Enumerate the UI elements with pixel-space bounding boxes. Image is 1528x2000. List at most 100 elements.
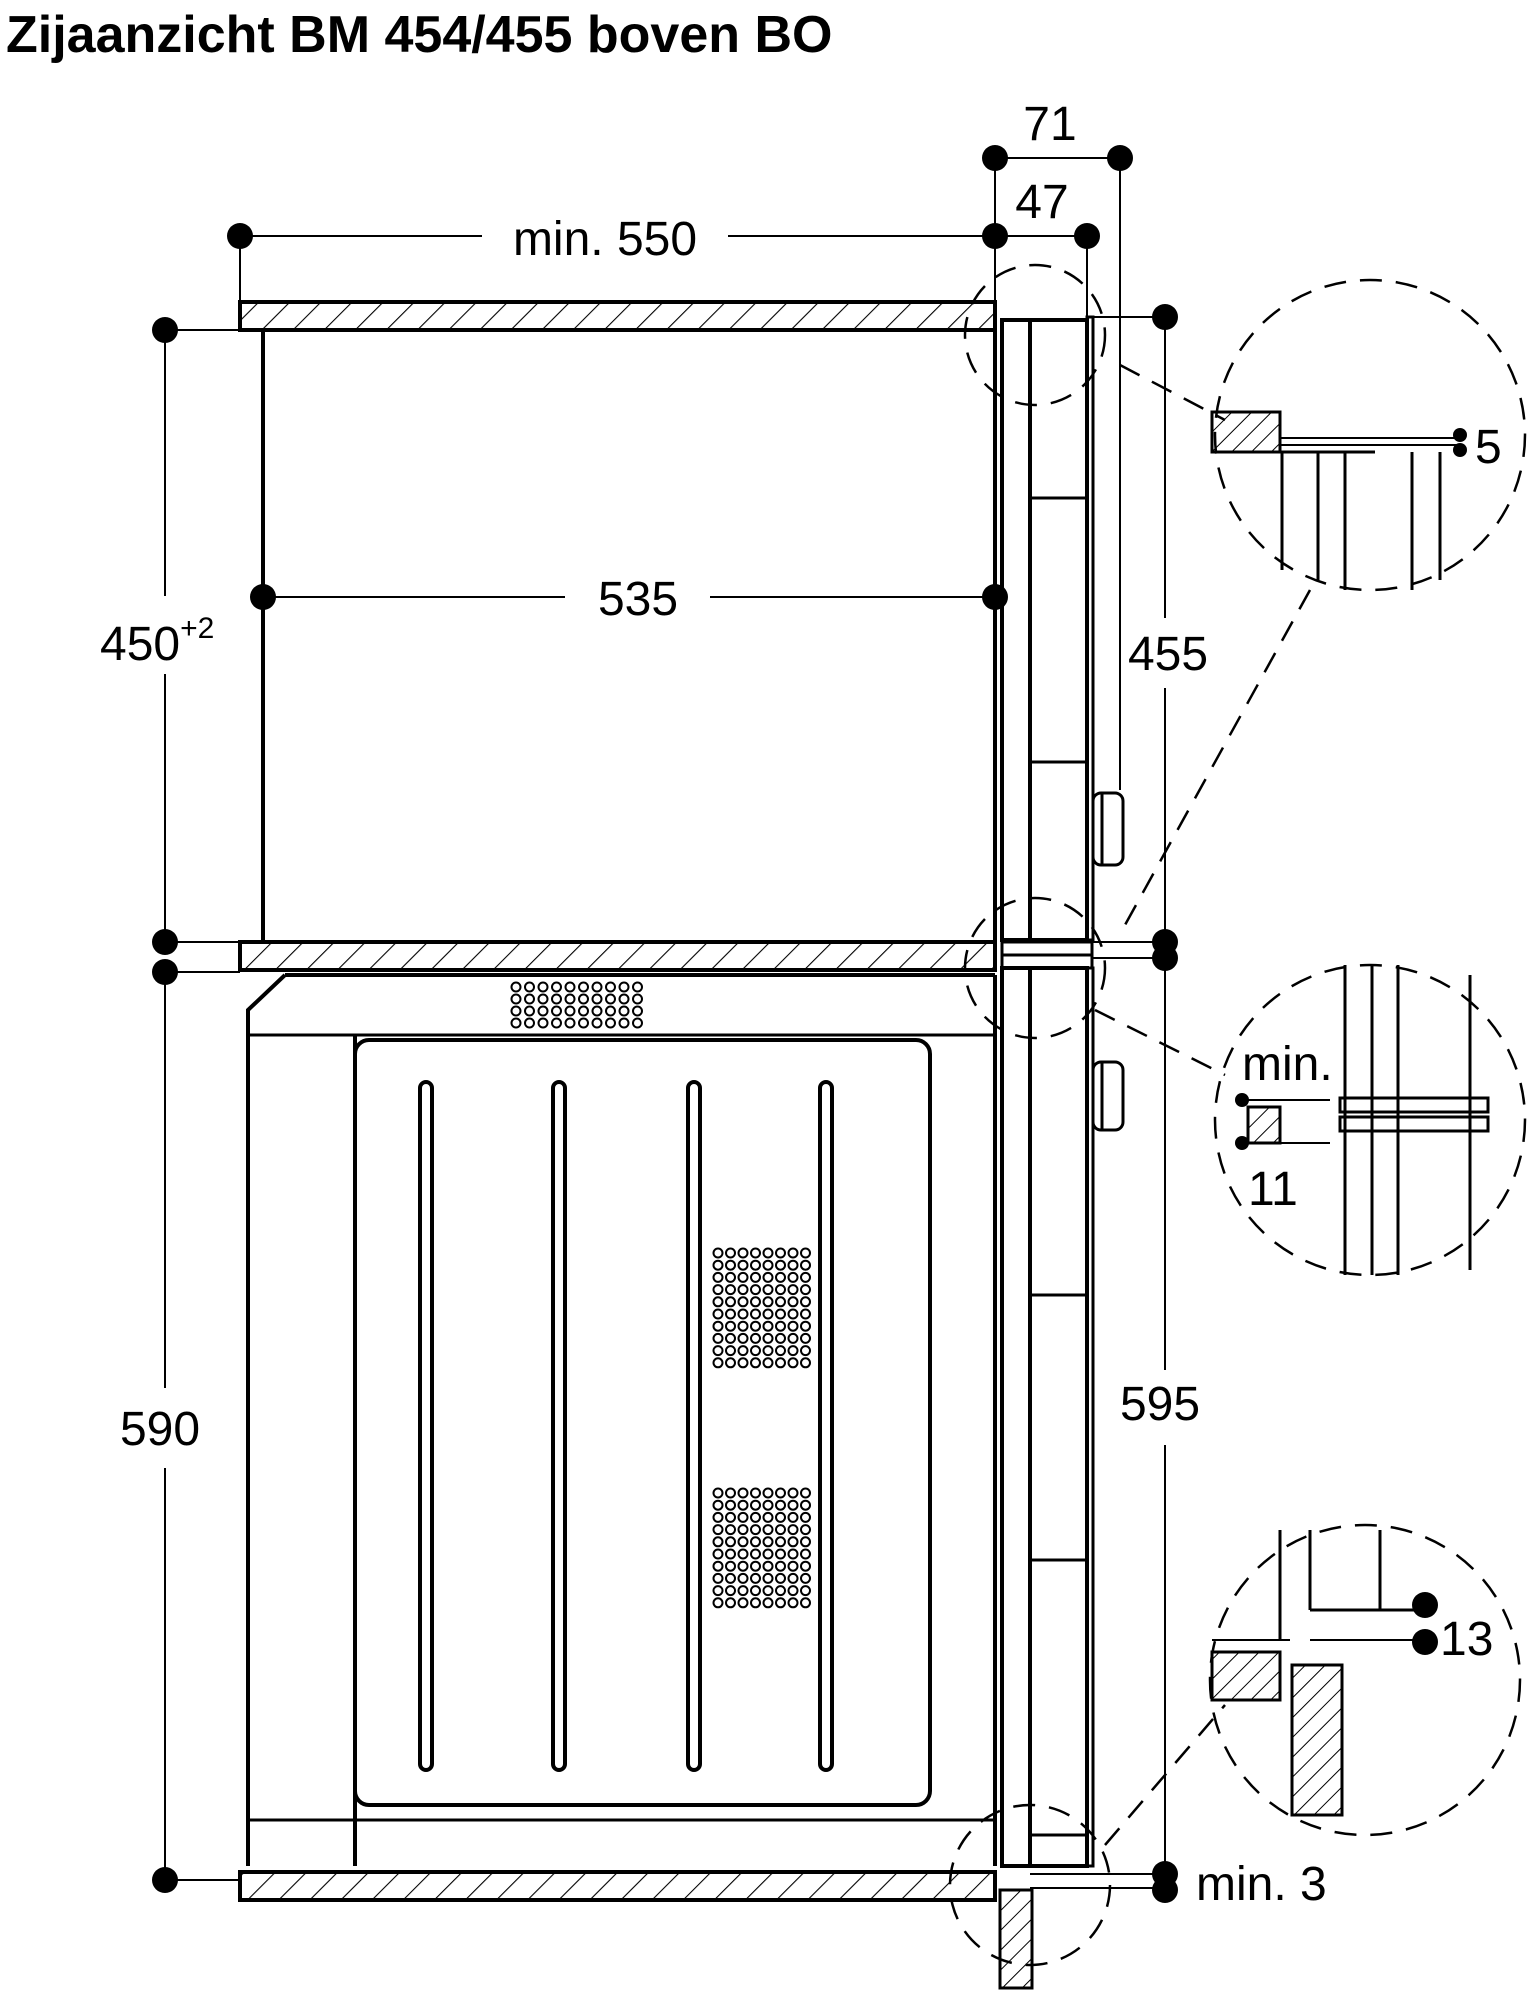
top-shelf bbox=[238, 300, 997, 332]
dimension-595 bbox=[1093, 945, 1178, 1888]
vent-hole bbox=[787, 1597, 799, 1609]
lower-appliance-door bbox=[1000, 966, 1125, 1868]
vent-hole bbox=[775, 1511, 786, 1523]
appliance-joint bbox=[1000, 940, 1094, 970]
vent-hole bbox=[737, 1259, 749, 1271]
vent-hole bbox=[800, 1524, 811, 1536]
vent-hole bbox=[787, 1271, 799, 1283]
vent-hole bbox=[775, 1345, 786, 1357]
vent-hole bbox=[737, 1345, 749, 1357]
vent-hole bbox=[737, 1320, 749, 1332]
vent-hole bbox=[762, 1357, 774, 1369]
vent-hole bbox=[725, 1511, 736, 1523]
vent-hole bbox=[775, 1271, 786, 1283]
vent-hole bbox=[750, 1357, 761, 1369]
vent-hole bbox=[725, 1548, 736, 1560]
label-detail-11: 11 bbox=[1248, 1163, 1298, 1216]
vent-hole bbox=[800, 1332, 811, 1344]
dimension-47 bbox=[995, 223, 1100, 320]
vent-holes-top bbox=[510, 981, 643, 1029]
vent-hole bbox=[775, 1487, 786, 1499]
vent-hole bbox=[737, 1548, 749, 1560]
vent-hole bbox=[564, 1017, 576, 1029]
vent-hole bbox=[762, 1320, 774, 1332]
vent-hole bbox=[537, 981, 549, 993]
vent-hole bbox=[762, 1345, 774, 1357]
vent-hole bbox=[712, 1524, 724, 1536]
vent-hole bbox=[551, 981, 562, 993]
vent-hole bbox=[725, 1320, 736, 1332]
vent-hole bbox=[800, 1548, 811, 1560]
vent-hole bbox=[800, 1320, 811, 1332]
vent-hole bbox=[762, 1585, 774, 1597]
vent-hole bbox=[712, 1259, 724, 1271]
vent-hole bbox=[762, 1271, 774, 1283]
vent-hole bbox=[591, 1005, 603, 1017]
vent-hole bbox=[737, 1247, 749, 1259]
vent-hole bbox=[605, 1005, 616, 1017]
vent-hole bbox=[712, 1487, 724, 1499]
vent-hole bbox=[712, 1499, 724, 1511]
vent-hole bbox=[775, 1536, 786, 1548]
label-detail-5: 5 bbox=[1475, 421, 1502, 474]
vent-hole bbox=[712, 1511, 724, 1523]
vent-hole bbox=[737, 1271, 749, 1283]
vent-hole bbox=[578, 1005, 589, 1017]
vent-hole bbox=[775, 1560, 786, 1572]
vent-hole bbox=[750, 1597, 761, 1609]
vent-hole bbox=[787, 1560, 799, 1572]
vent-hole bbox=[725, 1284, 736, 1296]
vent-hole bbox=[750, 1524, 761, 1536]
vent-hole bbox=[737, 1597, 749, 1609]
vent-hole bbox=[775, 1284, 786, 1296]
vent-hole bbox=[737, 1536, 749, 1548]
vent-hole bbox=[737, 1284, 749, 1296]
vent-hole bbox=[800, 1247, 811, 1259]
plinth-block bbox=[998, 1888, 1034, 1990]
vent-hole bbox=[578, 993, 589, 1005]
vent-hole bbox=[787, 1296, 799, 1308]
vent-hole bbox=[750, 1548, 761, 1560]
label-71: 71 bbox=[1023, 98, 1076, 151]
vent-hole bbox=[737, 1511, 749, 1523]
middle-shelf bbox=[238, 940, 997, 972]
vent-hole bbox=[524, 981, 535, 993]
label-595: 595 bbox=[1120, 1378, 1200, 1431]
vent-hole bbox=[725, 1487, 736, 1499]
vent-hole bbox=[578, 1017, 589, 1029]
vent-hole bbox=[737, 1487, 749, 1499]
label-450: 450+2 bbox=[100, 612, 214, 671]
label-min-550: min. 550 bbox=[513, 213, 697, 266]
vent-hole bbox=[750, 1499, 761, 1511]
dimension-450 bbox=[152, 317, 240, 955]
vent-hole bbox=[750, 1259, 761, 1271]
vent-hole bbox=[712, 1320, 724, 1332]
vent-hole bbox=[725, 1499, 736, 1511]
label-47: 47 bbox=[1015, 176, 1068, 229]
vent-hole bbox=[800, 1585, 811, 1597]
label-450-value: 450 bbox=[100, 618, 180, 671]
vent-hole bbox=[775, 1247, 786, 1259]
vent-hole bbox=[712, 1308, 724, 1320]
vent-hole bbox=[632, 1017, 643, 1029]
vent-hole bbox=[762, 1308, 774, 1320]
detail-bottom bbox=[1208, 1523, 1522, 1837]
vent-hole bbox=[787, 1320, 799, 1332]
vent-hole bbox=[510, 981, 522, 993]
vent-hole bbox=[737, 1572, 749, 1584]
vent-hole bbox=[750, 1511, 761, 1523]
vent-hole bbox=[775, 1357, 786, 1369]
vent-hole bbox=[632, 993, 643, 1005]
detail-marker-top bbox=[963, 263, 1312, 926]
vent-hole bbox=[775, 1524, 786, 1536]
detail-marker-middle bbox=[963, 896, 1226, 1077]
vent-hole bbox=[737, 1560, 749, 1572]
vent-hole bbox=[800, 1296, 811, 1308]
vent-hole bbox=[551, 993, 562, 1005]
vent-hole bbox=[787, 1284, 799, 1296]
vent-hole bbox=[775, 1320, 786, 1332]
vent-hole bbox=[787, 1259, 799, 1271]
vent-hole bbox=[725, 1357, 736, 1369]
vent-hole bbox=[750, 1487, 761, 1499]
